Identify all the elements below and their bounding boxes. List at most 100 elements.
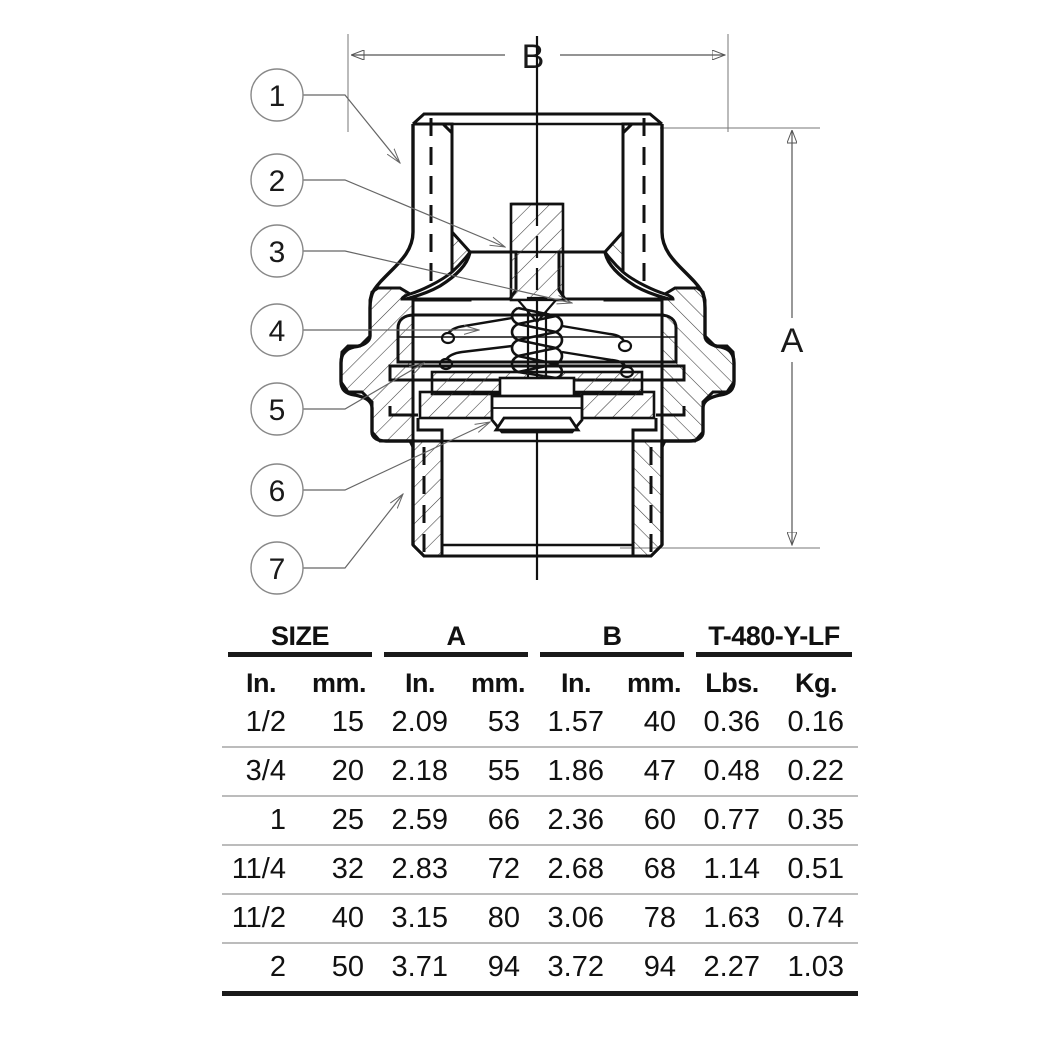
valve-cross-section-drawing: B A [250,34,820,595]
sub-header-weight-kg: Kg. [795,668,838,698]
cell-a-in: 2.18 [378,746,462,796]
table-row[interactable]: 3/4 20 2.18 55 1.86 47 0.48 0.22 [222,746,858,796]
cell-b-mm: 68 [618,844,690,894]
retaining-hex-nut [490,394,584,434]
cell-weight-lbs: 1.63 [690,893,774,943]
cell-size-in: 11/2 [222,893,300,943]
table-sub-header-row: In. mm. In. mm. In. mm. Lbs. Kg. [222,657,858,699]
cell-b-in: 3.06 [534,893,618,943]
group-header-a: A [446,621,467,651]
cell-weight-kg: 1.03 [774,942,858,996]
cell-a-in: 2.09 [391,706,448,738]
sub-header-weight-lbs: Lbs. [705,668,759,698]
specification-table: SIZE A B T-480-Y-LF In. mm. In. mm. In. [222,612,858,996]
cell-size-mm: 25 [300,795,378,845]
seat-cone-left [400,250,518,301]
callout-1[interactable]: 1 [250,68,304,122]
group-header-b: B [602,621,623,651]
cell-weight-lbs: 0.36 [703,706,760,738]
cell-a-mm: 72 [462,844,534,894]
group-rule-b [534,652,690,657]
sub-header-a-mm: mm. [470,668,526,698]
cell-weight-lbs: 2.27 [690,942,774,996]
dimension-a-label: A [781,322,804,360]
specification-table-container: SIZE A B T-480-Y-LF In. mm. In. mm. In. [222,612,858,996]
table-row[interactable]: 11/4 32 2.83 72 2.68 68 1.14 0.51 [222,844,858,894]
sub-header-b-in: In. [561,668,592,698]
cell-size-mm: 40 [300,893,378,943]
group-rule-a [378,652,534,657]
cell-size-mm: 20 [300,746,378,796]
table-row[interactable]: 2 50 3.71 94 3.72 94 2.27 1.03 [222,942,858,996]
cell-weight-kg: 0.22 [774,746,858,796]
callout-5[interactable]: 5 [250,382,304,436]
callout-2-label: 2 [269,165,286,198]
cell-size-mm: 50 [300,942,378,996]
cell-b-mm: 94 [618,942,690,996]
cell-b-mm: 60 [618,795,690,845]
callout-5-label: 5 [269,394,286,427]
cell-weight-kg: 0.16 [787,706,844,738]
table-body: 1/2 15 2.09 53 1.57 40 0.36 0.16 3/4 20 … [222,699,858,996]
cell-a-in: 3.15 [378,893,462,943]
cell-a-in: 2.59 [378,795,462,845]
cell-size-in: 2 [222,942,300,996]
dimension-b: B [347,34,729,132]
cell-weight-lbs: 0.48 [690,746,774,796]
cell-size-in: 1/2 [245,706,286,738]
cell-weight-lbs: 0.77 [690,795,774,845]
callout-7[interactable]: 7 [250,541,304,595]
callout-6[interactable]: 6 [250,463,304,517]
dimension-a: A [620,127,820,549]
callout-4[interactable]: 4 [250,303,304,357]
cell-a-in: 2.83 [378,844,462,894]
spring-retainer-shell [388,313,686,382]
cell-a-mm: 53 [487,706,520,738]
seat-cone-right [557,250,675,301]
cell-a-mm: 66 [462,795,534,845]
cell-a-mm: 55 [462,746,534,796]
cell-b-mm: 78 [618,893,690,943]
table-group-rule-row [222,652,858,657]
sub-header-size-in: In. [246,668,277,698]
callout-leaders [303,94,572,569]
body-inner-ledges [388,298,686,443]
callout-bubbles: 1 2 3 4 5 [250,68,304,595]
sub-header-size-mm: mm. [311,668,367,698]
cell-weight-lbs: 1.14 [690,844,774,894]
callout-2[interactable]: 2 [250,153,304,207]
callout-3-label: 3 [269,236,286,269]
valve-seat-cone [400,250,675,301]
callout-7-label: 7 [269,553,286,586]
group-rule-model [690,652,858,657]
cell-b-in: 2.36 [534,795,618,845]
cell-b-in: 2.68 [534,844,618,894]
group-rule-size [222,652,378,657]
cell-weight-kg: 0.51 [774,844,858,894]
table-row[interactable]: 11/2 40 3.15 80 3.06 78 1.63 0.74 [222,893,858,943]
dimension-b-label: B [522,38,545,76]
table-row[interactable]: 1 25 2.59 66 2.36 60 0.77 0.35 [222,795,858,845]
cell-b-mm: 47 [618,746,690,796]
callout-4-label: 4 [269,315,286,348]
table-row[interactable]: 1/2 15 2.09 53 1.57 40 0.36 0.16 [222,699,858,747]
cell-size-in: 1 [222,795,300,845]
cell-b-in: 1.57 [547,706,604,738]
cell-size-in: 3/4 [222,746,300,796]
cell-a-mm: 94 [462,942,534,996]
table-group-header-row: SIZE A B T-480-Y-LF [222,612,858,652]
cell-size-in: 11/4 [222,844,300,894]
callout-3[interactable]: 3 [250,224,304,278]
group-header-model: T-480-Y-LF [708,621,840,651]
callout-6-label: 6 [269,475,286,508]
sub-header-a-in: In. [405,668,436,698]
cell-a-in: 3.71 [378,942,462,996]
cell-size-mm: 32 [300,844,378,894]
cell-b-in: 3.72 [534,942,618,996]
cell-a-mm: 80 [462,893,534,943]
cell-b-in: 1.86 [534,746,618,796]
cell-b-mm: 40 [643,706,676,738]
group-header-size: SIZE [270,621,330,651]
cell-weight-kg: 0.35 [774,795,858,845]
